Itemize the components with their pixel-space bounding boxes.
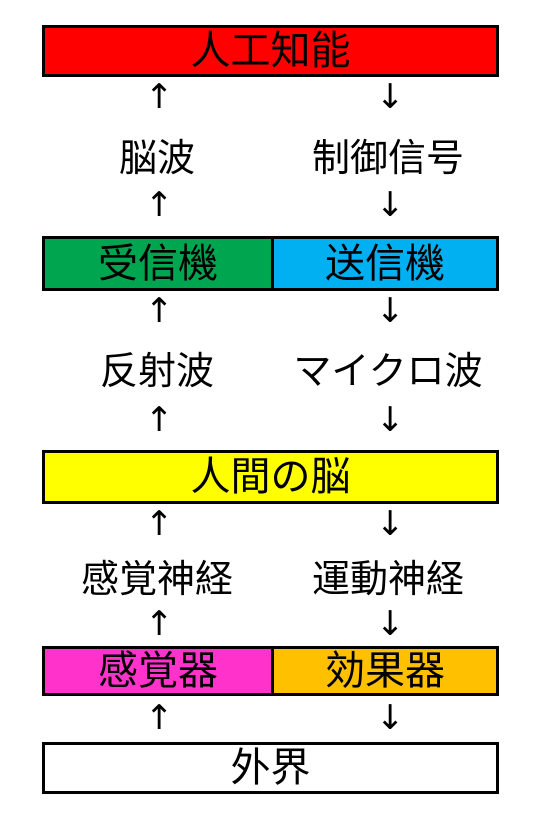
label-motor-nerve: 運動神経 xyxy=(311,557,464,601)
arrow-up-4: ↑ xyxy=(145,698,174,738)
arrow-down-1b: ↓ xyxy=(376,185,405,225)
box-transmitter: 送信機 xyxy=(271,236,499,291)
box-brain: 人間の脳 xyxy=(42,450,499,504)
box-receiver-label: 受信機 xyxy=(98,240,218,287)
box-effector: 効果器 xyxy=(271,646,499,696)
box-sensor-label: 感覚器 xyxy=(98,648,218,694)
arrow-up-2b: ↑ xyxy=(145,400,174,440)
box-ai: 人工知能 xyxy=(42,25,499,77)
box-sensor: 感覚器 xyxy=(42,646,274,696)
arrow-down-2a: ↓ xyxy=(376,291,405,331)
box-transmitter-label: 送信機 xyxy=(325,240,445,287)
arrow-down-2b: ↓ xyxy=(376,400,405,440)
arrow-down-3a: ↓ xyxy=(376,504,405,544)
box-receiver: 受信機 xyxy=(42,236,274,291)
label-reflected-wave: 反射波 xyxy=(99,349,214,393)
arrow-up-2a: ↑ xyxy=(145,291,174,331)
box-ai-label: 人工知能 xyxy=(190,28,351,74)
label-brainwave: 脳波 xyxy=(118,136,195,180)
arrow-down-4: ↓ xyxy=(376,698,405,738)
box-effector-label: 効果器 xyxy=(325,648,445,694)
box-world-label: 外界 xyxy=(230,745,311,791)
label-sensory-nerve: 感覚神経 xyxy=(80,557,233,601)
arrow-down-3b: ↓ xyxy=(376,604,405,644)
arrow-up-1a: ↑ xyxy=(145,77,174,117)
box-brain-label: 人間の脳 xyxy=(190,454,351,500)
arrow-up-3b: ↑ xyxy=(145,604,174,644)
label-control-signal: 制御信号 xyxy=(311,136,464,180)
arrow-down-1a: ↓ xyxy=(376,77,405,117)
label-microwave: マイクロ波 xyxy=(293,349,483,393)
arrow-up-3a: ↑ xyxy=(145,504,174,544)
box-world: 外界 xyxy=(42,742,499,794)
arrow-up-1b: ↑ xyxy=(145,185,174,225)
